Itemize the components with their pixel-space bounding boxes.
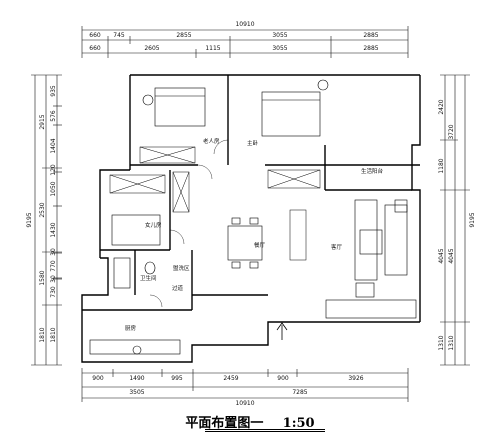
walls — [81, 74, 421, 363]
top-dim-3: 2855 — [176, 32, 191, 39]
left-dimensions — [31, 74, 62, 366]
left-outer-1: 935 — [50, 85, 57, 97]
top-dimensions — [81, 26, 409, 58]
right-outer-3: 1310 — [448, 335, 455, 350]
left-total-dim: 9195 — [26, 212, 33, 227]
room-master-bedroom: 主卧 — [247, 139, 259, 147]
left-outer-2: 576 — [50, 110, 57, 122]
top-dim-1: 660 — [89, 32, 101, 39]
top-dim-4: 3055 — [272, 32, 287, 39]
bottom-dim-3: 995 — [171, 375, 183, 382]
right-inner-3: 4045 — [438, 248, 445, 263]
top-dim-10: 2885 — [363, 45, 378, 52]
left-mid-1: 2915 — [39, 114, 46, 129]
left-outer-11: 1810 — [50, 327, 57, 342]
elder-bed — [154, 87, 206, 127]
left-mid-3: 1580 — [39, 270, 46, 285]
bottom-dim-8: 7285 — [292, 389, 307, 396]
beds — [111, 87, 321, 246]
bottom-dim-2: 1490 — [129, 375, 144, 382]
drawing-scale: 1:50 — [282, 416, 315, 431]
room-elder-bedroom: 老人房 — [203, 137, 220, 145]
top-dim-5: 2885 — [363, 32, 378, 39]
dining-set — [227, 217, 263, 269]
bottom-dim-7: 3505 — [129, 389, 144, 396]
bottom-dim-5: 900 — [277, 375, 289, 382]
top-dim-2: 745 — [113, 32, 125, 39]
title-underline-2 — [205, 431, 325, 432]
right-outer-1: 3720 — [448, 124, 455, 139]
room-passage: 过道 — [172, 284, 184, 292]
right-inner-2: 1180 — [438, 158, 445, 173]
bottom-dimensions — [81, 368, 409, 402]
master-bed — [261, 91, 321, 137]
left-outer-6: 1430 — [50, 222, 57, 237]
left-outer-5: 1050 — [50, 181, 57, 196]
right-inner-1: 2420 — [438, 99, 445, 114]
room-kitchen: 厨房 — [125, 324, 137, 332]
title-underline — [205, 429, 325, 430]
left-mid-4: 1810 — [39, 327, 46, 342]
left-outer-3: 1404 — [50, 138, 57, 153]
fixtures — [89, 79, 408, 355]
top-dim-9: 3055 — [272, 45, 287, 52]
bottom-dim-1: 900 — [92, 375, 104, 382]
room-child: 女儿房 — [145, 221, 162, 229]
top-dim-8: 1115 — [205, 45, 220, 52]
right-inner-4: 1310 — [438, 335, 445, 350]
left-outer-4: 120 — [50, 164, 57, 176]
top-dim-7: 2605 — [144, 45, 159, 52]
right-outer-2: 4045 — [448, 248, 455, 263]
right-total-dim: 9195 — [469, 212, 476, 227]
room-living-balcony: 生活阳台 — [361, 167, 384, 175]
bottom-total-dim: 10910 — [235, 400, 254, 407]
left-outer-8: 770 — [50, 260, 57, 272]
drawing-title-text: 平面布置图一 — [185, 416, 264, 431]
bottom-dim-4: 2459 — [223, 375, 238, 382]
entry-arrow-icon — [276, 322, 288, 340]
top-total-dim: 10910 — [235, 21, 254, 28]
room-living: 客厅 — [331, 243, 343, 251]
bottom-dim-6: 3926 — [348, 375, 363, 382]
drawing-title: 平面布置图一 1:50 — [0, 412, 500, 431]
left-outer-7: 30 — [50, 248, 57, 256]
cabinets — [109, 146, 321, 261]
room-laundry: 盥洗区 — [173, 264, 190, 272]
room-bathroom: 卫生间 — [140, 274, 157, 282]
right-dimensions — [440, 74, 470, 366]
doors — [149, 139, 229, 308]
child-bed — [111, 214, 161, 246]
left-mid-2: 2530 — [39, 202, 46, 217]
top-dim-6: 660 — [89, 45, 101, 52]
left-outer-9: 30 — [50, 275, 57, 283]
room-dining: 餐厅 — [254, 241, 266, 249]
left-outer-10: 730 — [50, 286, 57, 298]
living-set — [325, 199, 417, 319]
